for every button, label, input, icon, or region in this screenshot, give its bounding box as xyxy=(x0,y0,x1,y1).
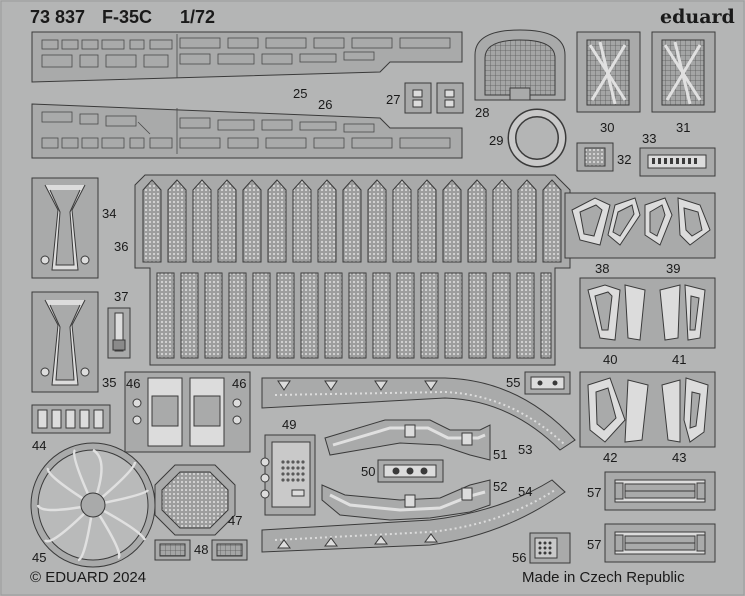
origin-text: Made in Czech Republic xyxy=(522,569,685,586)
part-number-36: 36 xyxy=(114,239,129,254)
part-57-b xyxy=(604,523,716,563)
part-27 xyxy=(404,82,464,114)
part-number-55: 55 xyxy=(506,375,521,390)
catalog-number: 73 837 xyxy=(30,7,86,27)
part-number-42: 42 xyxy=(603,450,618,465)
part-38-39 xyxy=(564,192,716,259)
part-number-39: 39 xyxy=(666,261,681,276)
part-number-25: 25 xyxy=(293,86,308,101)
part-50 xyxy=(377,459,444,483)
part-number-49: 49 xyxy=(282,417,297,432)
part-number-53: 53 xyxy=(518,442,533,457)
part-52 xyxy=(321,479,491,521)
part-number-44: 44 xyxy=(32,438,47,453)
part-number-54: 54 xyxy=(518,484,533,499)
part-55 xyxy=(524,371,571,395)
part-54 xyxy=(261,479,566,553)
part-number-52: 52 xyxy=(493,479,508,494)
part-number-46-left: 46 xyxy=(126,376,141,391)
part-number-34: 34 xyxy=(102,206,117,221)
part-37 xyxy=(107,307,131,359)
part-number-32: 32 xyxy=(617,152,632,167)
part-number-57-b: 57 xyxy=(587,537,602,552)
part-45-fan xyxy=(30,442,156,568)
part-number-41: 41 xyxy=(672,352,687,367)
scale-label: 1/72 xyxy=(180,7,216,27)
part-number-27: 27 xyxy=(386,92,401,107)
part-56 xyxy=(529,532,571,564)
part-number-30: 30 xyxy=(600,120,615,135)
copyright-text: © EDUARD 2024 xyxy=(30,569,147,586)
part-number-33: 33 xyxy=(642,131,657,146)
part-number-40: 40 xyxy=(603,352,618,367)
part-32 xyxy=(576,142,614,172)
part-number-56: 56 xyxy=(512,550,527,565)
part-31 xyxy=(651,31,716,113)
part-26-panel xyxy=(31,103,463,159)
part-number-48: 48 xyxy=(194,542,209,557)
part-42-43 xyxy=(579,371,716,448)
part-49 xyxy=(260,434,316,516)
part-number-50: 50 xyxy=(361,464,376,479)
part-44 xyxy=(31,404,111,434)
part-number-29: 29 xyxy=(489,133,504,148)
part-number-43: 43 xyxy=(672,450,687,465)
part-number-47: 47 xyxy=(228,513,243,528)
part-number-57-a: 57 xyxy=(587,485,602,500)
part-number-46-right: 46 xyxy=(232,376,247,391)
part-46 xyxy=(124,371,251,453)
model-name: F-35C xyxy=(102,7,153,27)
part-34 xyxy=(31,177,99,279)
part-47 xyxy=(154,464,236,536)
part-51 xyxy=(324,419,491,461)
part-number-51: 51 xyxy=(493,447,508,462)
part-number-37: 37 xyxy=(114,289,129,304)
part-35 xyxy=(31,291,99,393)
part-number-28: 28 xyxy=(475,105,490,120)
part-number-38: 38 xyxy=(595,261,610,276)
part-28 xyxy=(474,29,566,101)
part-number-45: 45 xyxy=(32,550,47,565)
part-57-a xyxy=(604,471,716,511)
part-25-panel xyxy=(31,31,463,83)
part-53 xyxy=(261,377,576,451)
brand-logo: eduard xyxy=(660,6,735,28)
part-30 xyxy=(576,31,641,113)
part-40-41 xyxy=(579,277,716,349)
part-number-26: 26 xyxy=(318,97,333,112)
part-number-35: 35 xyxy=(102,375,117,390)
part-33 xyxy=(639,147,716,177)
part-36 xyxy=(134,174,571,366)
part-48 xyxy=(154,539,248,561)
part-number-31: 31 xyxy=(676,120,691,135)
